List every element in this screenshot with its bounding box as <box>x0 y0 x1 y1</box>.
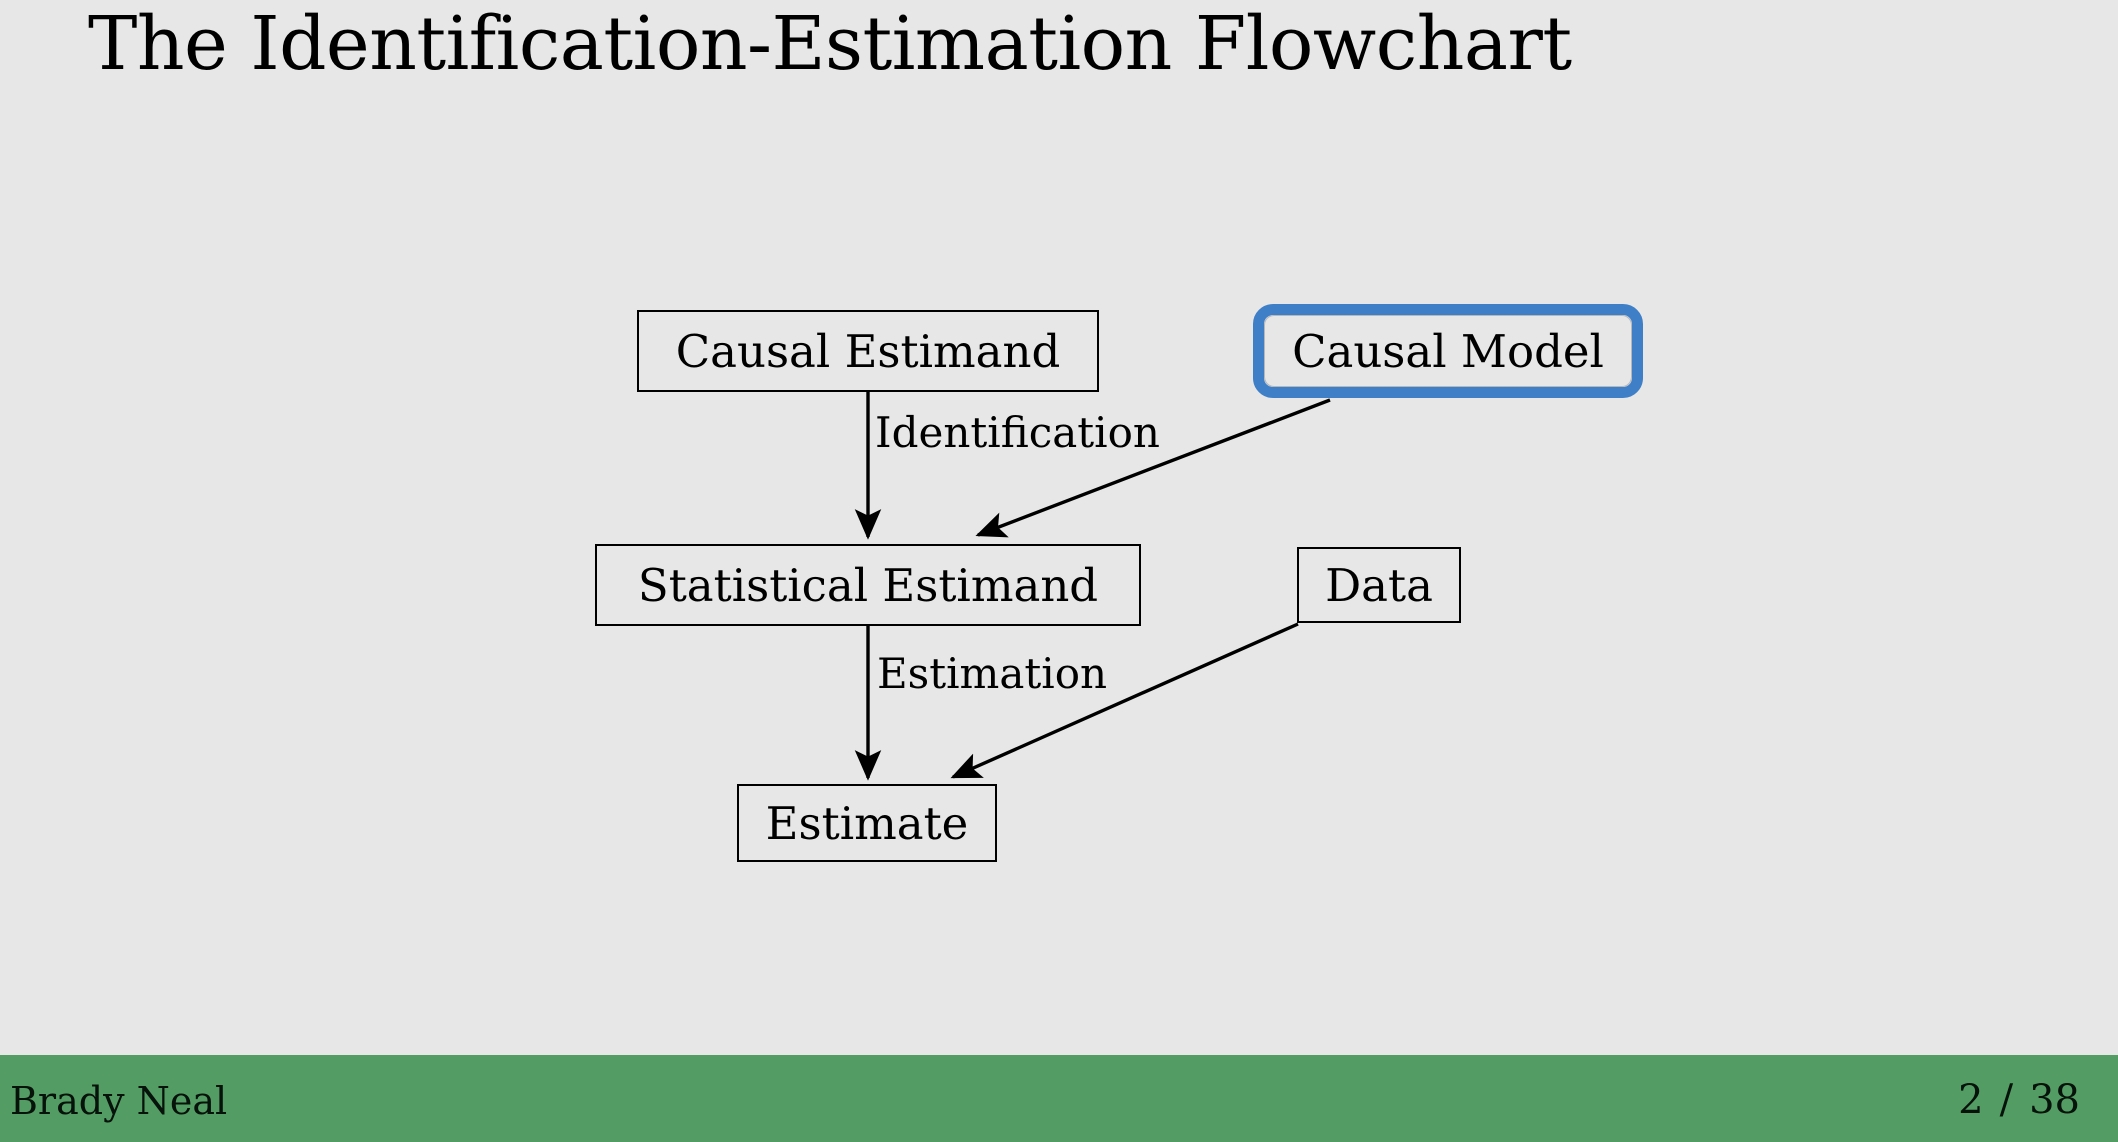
edge-label-estimation: Estimation <box>877 649 1108 698</box>
node-causal-estimand-label: Causal Estimand <box>675 324 1061 378</box>
footer-author: Brady Neal <box>10 1078 228 1123</box>
node-estimate-label: Estimate <box>765 796 969 850</box>
slide-footer: Brady Neal 2 / 38 <box>0 1055 2118 1142</box>
footer-current-page: 2 <box>1958 1076 1984 1123</box>
footer-page-separator: / <box>1999 1076 2014 1123</box>
footer-pager: 2 / 38 <box>1958 1078 2104 1120</box>
flowchart-diagram: Causal Estimand Causal Model Statistical… <box>595 304 1643 862</box>
node-causal-estimand[interactable]: Causal Estimand <box>637 310 1099 392</box>
node-statistical-estimand[interactable]: Statistical Estimand <box>595 544 1141 626</box>
edge-label-identification: Identification <box>875 408 1160 457</box>
node-estimate[interactable]: Estimate <box>737 784 997 862</box>
node-statistical-estimand-label: Statistical Estimand <box>637 558 1099 612</box>
page-title: The Identification-Estimation Flowchart <box>88 1 1572 87</box>
node-causal-model-label: Causal Model <box>1292 324 1604 378</box>
flowchart-arrows <box>854 392 1331 781</box>
edge-data-to-estimate <box>950 622 1299 779</box>
node-data-label: Data <box>1325 558 1433 612</box>
node-causal-model[interactable]: Causal Model <box>1253 304 1643 398</box>
footer-total-pages: 38 <box>2029 1076 2080 1123</box>
node-data[interactable]: Data <box>1297 547 1461 623</box>
